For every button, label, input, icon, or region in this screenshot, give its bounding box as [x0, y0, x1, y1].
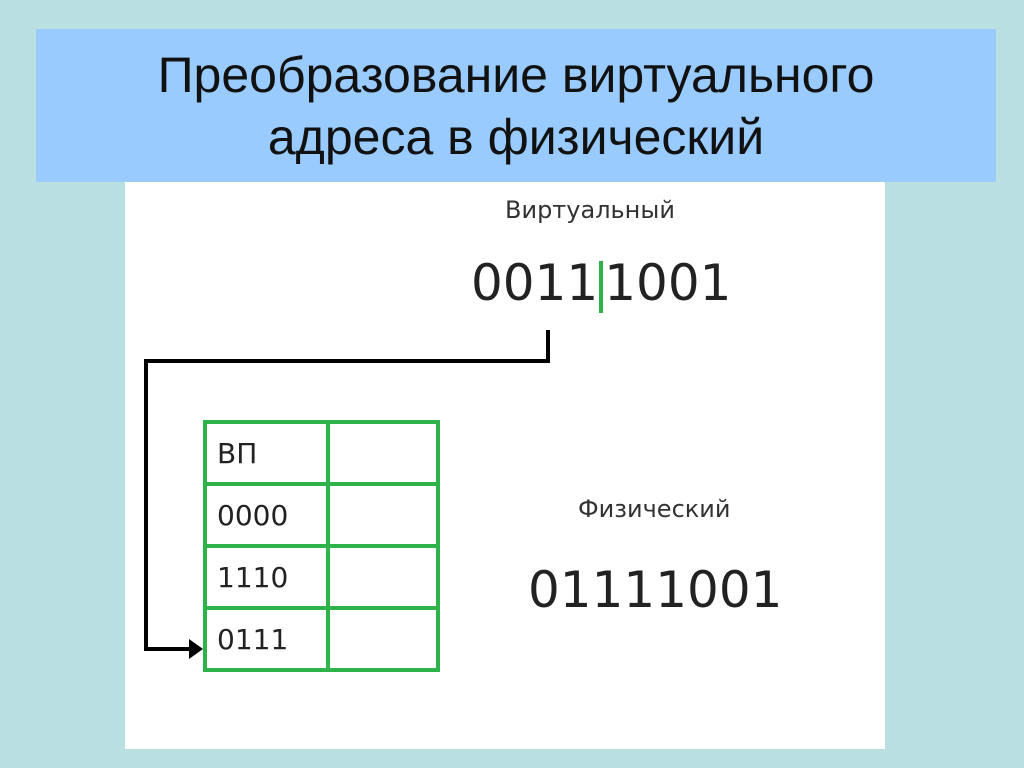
physical-label: Физический	[578, 495, 731, 523]
page-table-entry: 0111	[203, 606, 330, 672]
table-row: 0000	[203, 482, 440, 548]
virtual-label: Виртуальный	[505, 196, 675, 224]
virtual-offset-bits: 1001	[604, 254, 732, 312]
page-table-header: ВП	[203, 420, 330, 486]
table-cell-empty	[326, 544, 440, 610]
page-table-entry: 1110	[203, 544, 330, 610]
table-cell-empty	[326, 482, 440, 548]
title-line-2: адреса в физический	[267, 108, 765, 165]
physical-address: 01111001	[528, 561, 783, 619]
page-table: ВП 0000 1110 0111	[203, 420, 440, 672]
page-table-entry: 0000	[203, 482, 330, 548]
table-header-row: ВП	[203, 420, 440, 486]
table-cell-empty	[326, 606, 440, 672]
title-line-1: Преобразование виртуального	[157, 46, 875, 103]
table-row: 1110	[203, 544, 440, 610]
page-offset-divider	[599, 260, 604, 313]
table-row: 0111	[203, 606, 440, 672]
arrow-head-icon	[189, 639, 203, 659]
index-arrow	[144, 330, 550, 659]
title-box: Преобразование виртуального адреса в физ…	[36, 29, 996, 182]
virtual-page-bits: 0011	[471, 254, 599, 312]
index-arrow-line	[144, 330, 550, 651]
table-cell-empty	[326, 420, 440, 486]
